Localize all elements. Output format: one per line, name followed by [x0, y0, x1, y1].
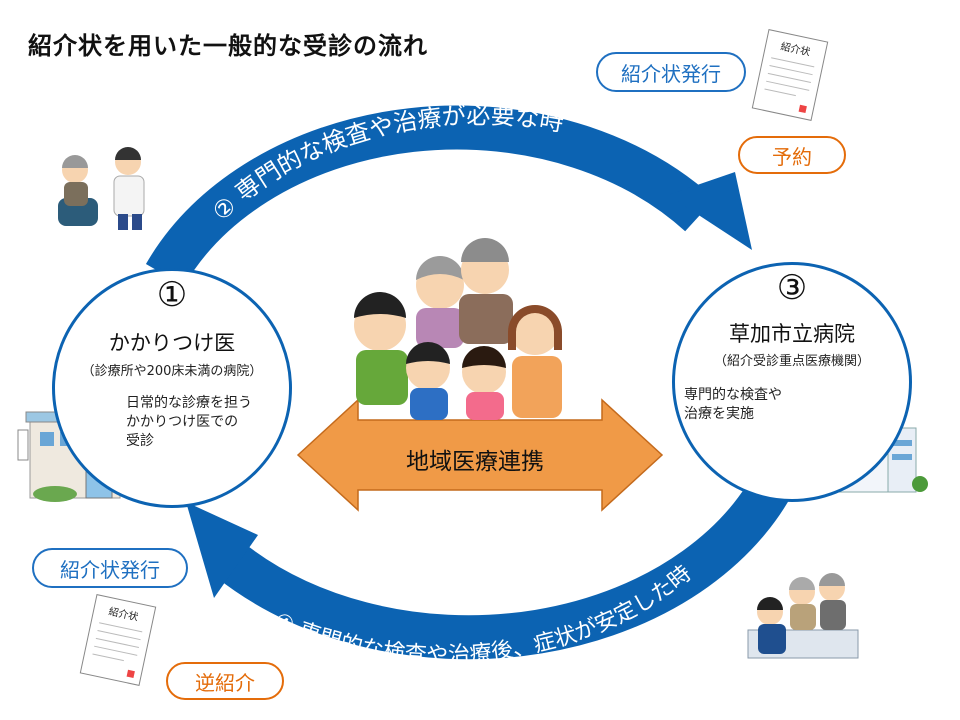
hospital-name: 草加市立病院 — [729, 322, 855, 346]
doctor-patient-illustration — [58, 147, 145, 230]
badge-reservation: 予約 — [738, 136, 846, 174]
reception-illustration — [747, 573, 859, 659]
hospital-desc: 専門的な検査や 治療を実施 — [684, 386, 782, 424]
family-illustration — [354, 238, 562, 420]
bottom-arc — [216, 460, 800, 660]
badge-referral-bottom: 紹介状発行 — [32, 548, 188, 588]
top-arc-arrowhead — [668, 172, 752, 250]
hospital-circle — [672, 262, 912, 502]
regional-cooperation-arrow — [296, 398, 664, 512]
hospital-desc-line-1: 専門的な検査や — [684, 387, 782, 403]
clinic-desc: 日常的な診療を担う かかりつけ医での 受診 — [126, 394, 252, 451]
clinic-desc-line-1: 日常的な診療を担う — [126, 395, 252, 411]
clinic-desc-line-2: かかりつけ医での — [126, 414, 239, 430]
hospital-sub: （紹介受診重点医療機関） — [713, 354, 870, 369]
clinic-number: ① — [156, 275, 188, 315]
badge-referral-top: 紹介状発行 — [596, 52, 746, 92]
regional-cooperation-label: 地域医療連携 — [406, 449, 544, 475]
hospital-number: ③ — [776, 268, 808, 308]
page-title: 紹介状を用いた一般的な受診の流れ — [28, 32, 428, 60]
badge-reverse-referral: 逆紹介 — [166, 662, 284, 700]
clinic-circle — [52, 268, 292, 508]
clinic-name: かかりつけ医 — [108, 331, 236, 355]
bottom-arc-arrowhead — [186, 502, 258, 598]
referral-document-bottom: 紹介状 — [79, 594, 157, 686]
top-arc — [145, 105, 715, 287]
clinic-sub: （診療所や200床未満の病院） — [81, 364, 263, 379]
hospital-desc-line-2: 治療を実施 — [684, 406, 754, 422]
referral-document-top: 紹介状 — [751, 29, 829, 121]
clinic-desc-line-3: 受診 — [126, 433, 154, 449]
top-arc-text: ② 専門的な検査や治療が必要な時 — [207, 102, 566, 227]
